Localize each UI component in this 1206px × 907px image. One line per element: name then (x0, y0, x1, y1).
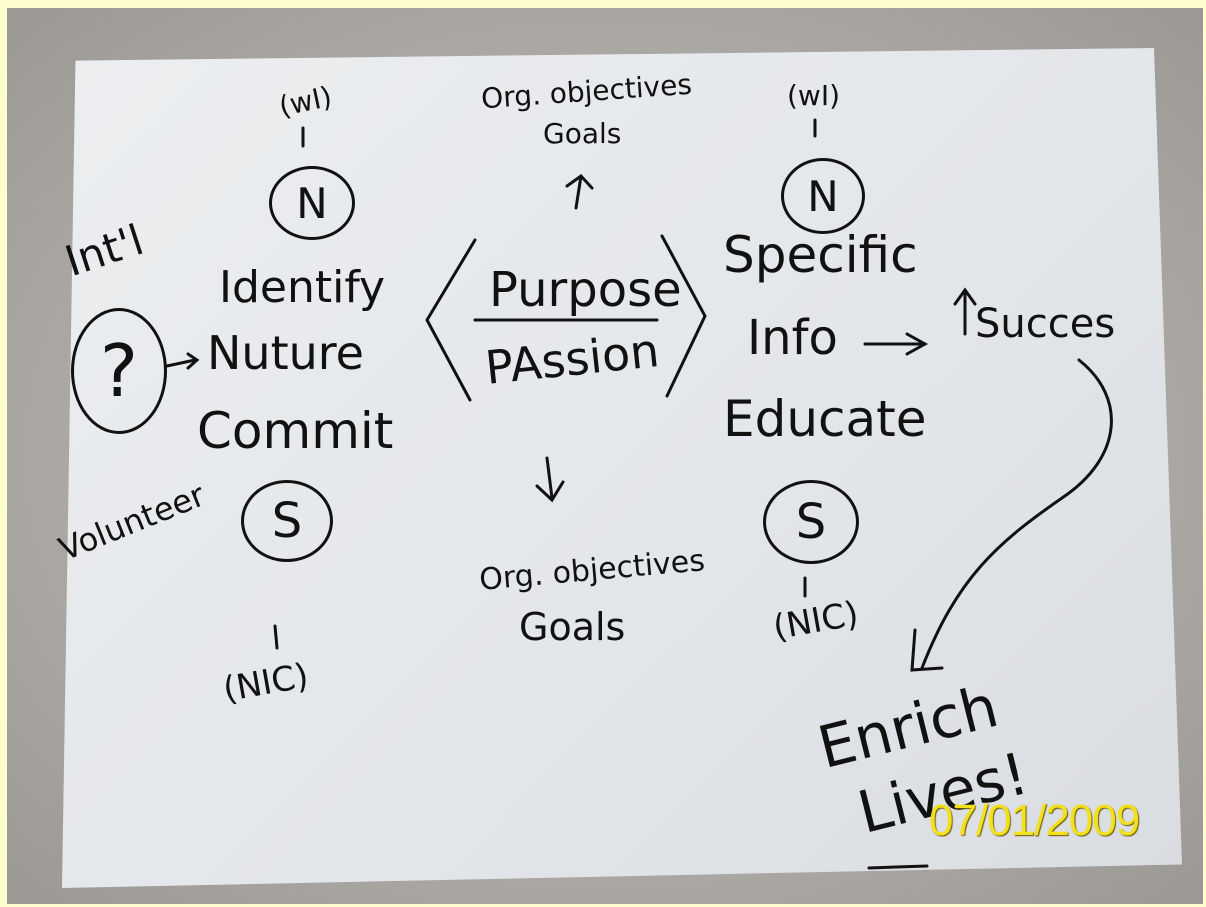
photo: (wI) (wI) Org. objectives Goals N N Int'… (7, 8, 1203, 904)
bottom-objectives-line2: Goals (519, 605, 626, 649)
left-bracket (425, 238, 477, 402)
curve-arrow (920, 358, 1113, 670)
top-objectives-line2: Goals (543, 117, 622, 150)
ink-strokes (165, 118, 1113, 870)
right-list-item-1: Specific (723, 226, 918, 284)
info-arrow (863, 332, 929, 356)
curve-arrowhead (910, 628, 944, 672)
label-wi-right: (wI) (787, 79, 841, 112)
right-list-item-2: Info (747, 310, 838, 366)
right-list-item-3: Educate (723, 390, 927, 448)
label-success: Succes (975, 301, 1116, 347)
circle-s-left: S (241, 480, 333, 562)
down-arrow-center (535, 456, 565, 503)
question-arrow (165, 352, 200, 370)
date-stamp: 07/01/2009 (929, 796, 1140, 845)
success-up-arrow (953, 287, 977, 336)
lives-stroke (867, 864, 929, 870)
right-bracket (660, 234, 707, 398)
up-arrow-center (565, 174, 594, 210)
circle-n-right: N (781, 158, 865, 234)
left-list-item-3: Commit (197, 402, 394, 460)
left-list-item-2: Nuture (207, 326, 364, 380)
circle-s-right: S (763, 480, 859, 564)
left-list-item-1: Identify (219, 262, 386, 313)
center-purpose: Purpose (489, 262, 682, 318)
question-circle: ? (71, 308, 167, 434)
paper-sheet (62, 48, 1182, 888)
circle-n-left: N (269, 166, 355, 240)
tick-left-bottom (273, 624, 279, 650)
